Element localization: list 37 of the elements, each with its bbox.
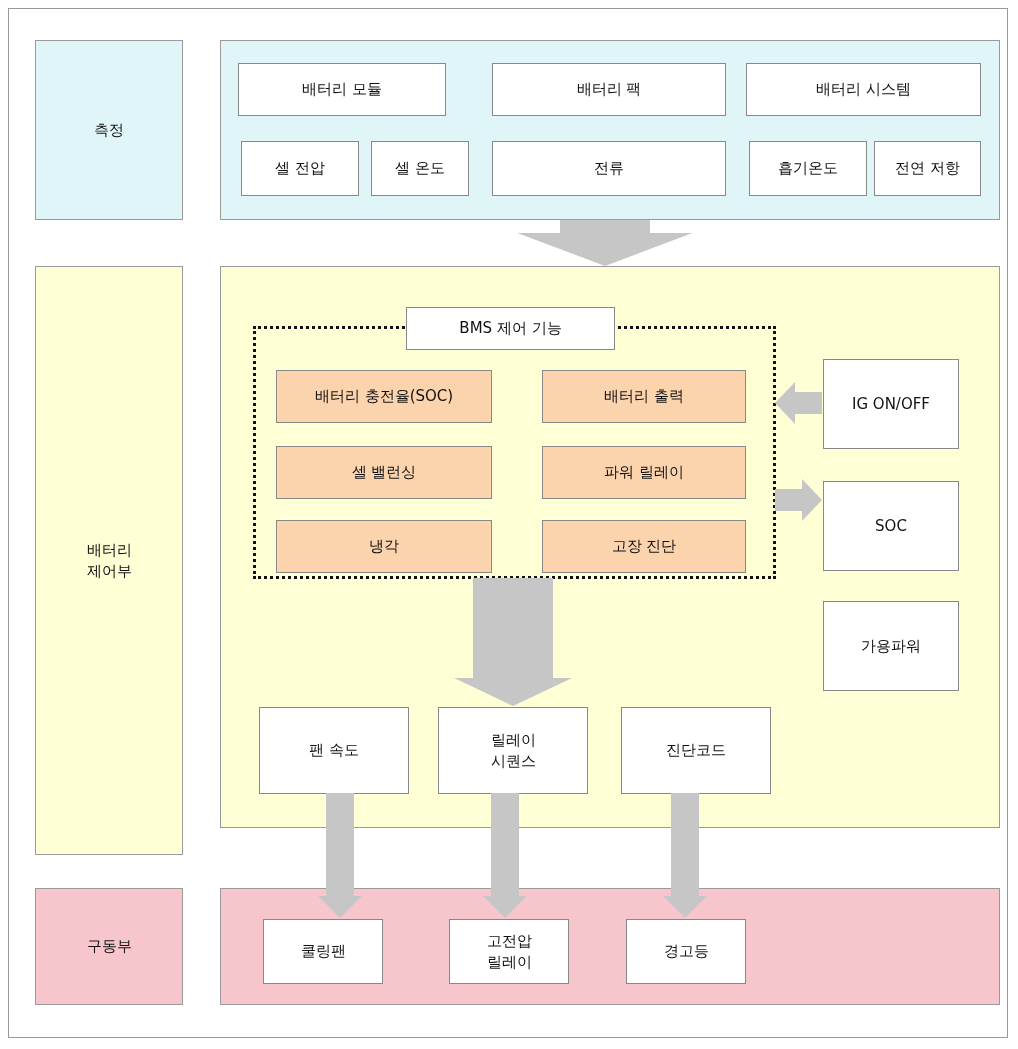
block-arrow — [454, 578, 572, 706]
section-label-box: 배터리 제어부 — [35, 266, 183, 855]
block-arrow — [483, 793, 527, 918]
process-box: 셀 전압 — [241, 141, 359, 196]
group-heading: BMS 제어 기능 — [406, 307, 615, 350]
process-box: 전류 — [492, 141, 726, 196]
function-box: 배터리 출력 — [542, 370, 746, 423]
process-box: IG ON/OFF — [823, 359, 959, 449]
process-box: 팬 속도 — [259, 707, 409, 794]
function-box: 배터리 충전율(SOC) — [276, 370, 492, 423]
block-arrow — [663, 793, 707, 918]
section-label-box: 구동부 — [35, 888, 183, 1005]
block-arrow — [775, 479, 822, 521]
block-arrow — [517, 220, 693, 266]
function-box: 셀 밸런싱 — [276, 446, 492, 499]
process-box: 진단코드 — [621, 707, 771, 794]
function-box: 파워 릴레이 — [542, 446, 746, 499]
process-box: 릴레이 시퀀스 — [438, 707, 588, 794]
process-box: 가용파워 — [823, 601, 959, 691]
process-box: 쿨링팬 — [263, 919, 383, 984]
process-box: 흡기온도 — [749, 141, 867, 196]
function-box: 냉각 — [276, 520, 492, 573]
block-arrow — [318, 793, 362, 918]
function-box: 고장 진단 — [542, 520, 746, 573]
section-panel — [220, 266, 1000, 828]
process-box: 셀 온도 — [371, 141, 469, 196]
section-panel — [220, 888, 1000, 1005]
section-panel — [220, 40, 1000, 220]
process-box: 전연 저항 — [874, 141, 981, 196]
section-label-box: 측정 — [35, 40, 183, 220]
block-arrow — [775, 382, 822, 424]
process-box: 고전압 릴레이 — [449, 919, 569, 984]
process-box: 배터리 팩 — [492, 63, 726, 116]
process-box: SOC — [823, 481, 959, 571]
process-box: 경고등 — [626, 919, 746, 984]
process-box: 배터리 시스템 — [746, 63, 981, 116]
process-box: 배터리 모듈 — [238, 63, 446, 116]
